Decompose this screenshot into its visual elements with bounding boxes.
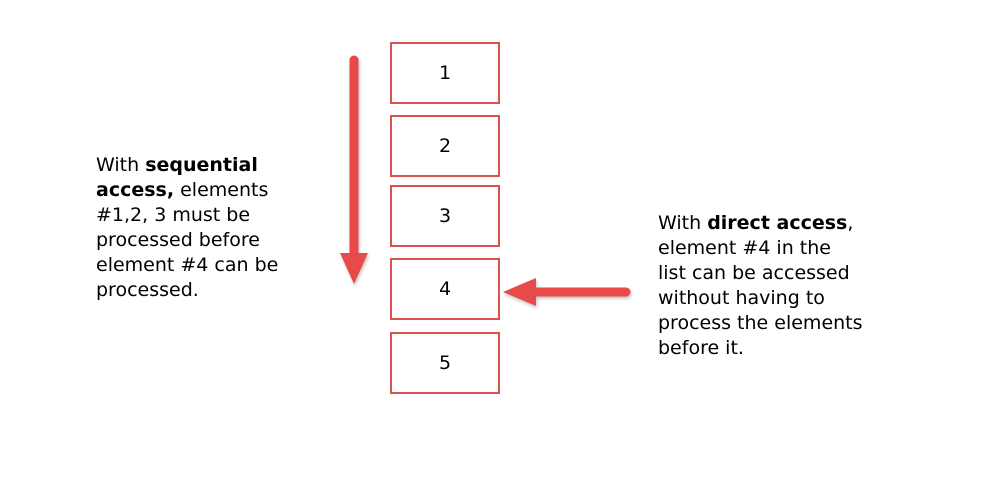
caption-line: process the elements [658,312,863,334]
caption-bold-text: direct access [707,212,848,234]
caption-line: With sequential [96,153,278,178]
caption-bold-text: access, [96,179,175,201]
caption-line: With direct access, [658,211,863,236]
sequential-access-caption: With sequential access, elements #1,2, 3… [96,153,278,303]
caption-line: element #4 in the [658,237,831,259]
caption-line: before it. [658,337,744,359]
caption-line: processed. [96,279,199,301]
caption-line: processed before [96,229,260,251]
caption-text: With [658,212,708,234]
direct-access-arrow [503,278,631,306]
caption-line: #1,2, 3 must be [96,204,251,226]
caption-line: access, elements [96,178,278,203]
list-element-1: 1 [390,42,500,104]
caption-line: element #4 can be [96,254,279,276]
caption-text: , [847,212,854,234]
caption-bold-text: sequential [145,154,258,176]
list-element-3: 3 [390,185,500,247]
list-element-4: 4 [390,258,500,320]
sequential-arrow [340,55,368,284]
caption-text: elements [174,179,269,201]
direct-access-caption: With direct access, element #4 in the li… [658,211,863,361]
caption-text: With [96,154,146,176]
caption-line: list can be accessed [658,262,850,284]
list-element-5: 5 [390,332,500,394]
list-element-2: 2 [390,115,500,177]
caption-line: without having to [658,287,825,309]
